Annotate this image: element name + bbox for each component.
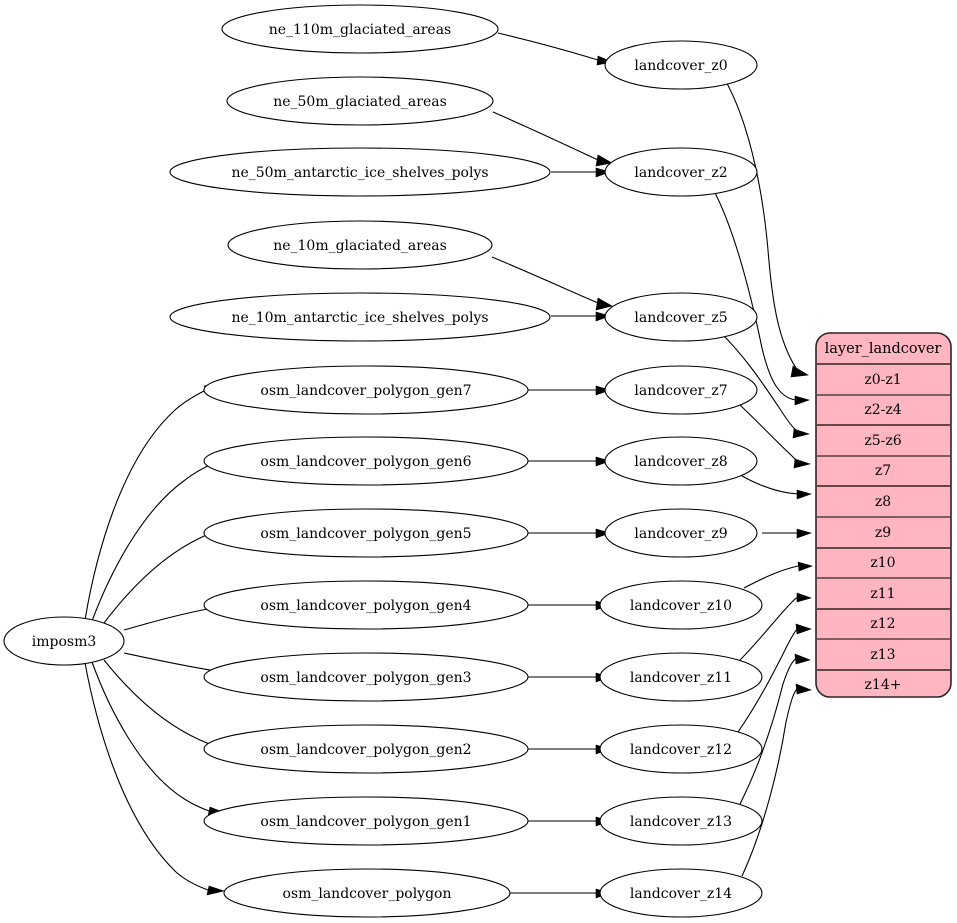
node-landcover_z9[interactable]: landcover_z9	[604, 508, 758, 558]
node-landcover_z10[interactable]: landcover_z10	[599, 580, 763, 630]
node-landcover_z12[interactable]: landcover_z12	[599, 724, 763, 774]
edge-polygon-to-z14	[510, 888, 611, 899]
node-landcover_z7[interactable]: landcover_z7	[604, 365, 758, 415]
node-label: landcover_z9	[634, 526, 727, 542]
edge-gen4-to-z10	[528, 600, 611, 611]
edge-imposm3-to-gen1	[91, 661, 227, 817]
node-landcover_z11[interactable]: landcover_z11	[599, 652, 763, 702]
table-row-z10[interactable]: z10	[870, 555, 895, 571]
edge-z8-to-row-z8	[741, 475, 812, 500]
edge-gen7-to-z7	[528, 385, 611, 396]
node-imposm3[interactable]: imposm3	[3, 616, 125, 666]
edge-layer	[84, 32, 813, 899]
node-osm_landcover_polygon_gen6[interactable]: osm_landcover_polygon_gen6	[203, 436, 529, 486]
edge-z2-to-row-z2z4	[712, 188, 810, 406]
edge-ne10m-glaciated-to-z5	[491, 256, 613, 311]
edge-z9-to-row-z9	[762, 528, 812, 539]
edge-z5-to-row-z5z6	[718, 330, 811, 439]
edge-gen2-to-z12	[528, 744, 611, 755]
table-row-z0-z1[interactable]: z0-z1	[864, 372, 901, 388]
node-osm_landcover_polygon_gen2[interactable]: osm_landcover_polygon_gen2	[203, 724, 529, 774]
table-row-z13[interactable]: z13	[870, 647, 895, 663]
layer-landcover-table[interactable]: layer_landcover z0-z1 z2-z4 z5-z6 z7 z8 …	[815, 332, 952, 698]
node-label: landcover_z2	[634, 165, 727, 181]
node-label: landcover_z5	[634, 310, 727, 326]
node-label: landcover_z12	[630, 742, 732, 758]
edge-ne110m-to-z0	[497, 32, 614, 66]
table-title: layer_landcover	[825, 341, 942, 357]
node-ne_50m_glaciated_areas[interactable]: ne_50m_glaciated_areas	[226, 76, 494, 126]
node-osm_landcover_polygon_gen1[interactable]: osm_landcover_polygon_gen1	[203, 796, 529, 846]
node-label: osm_landcover_polygon_gen2	[260, 742, 471, 758]
node-landcover_z5[interactable]: landcover_z5	[604, 292, 758, 342]
table-row-z11[interactable]: z11	[870, 586, 895, 602]
node-osm_landcover_polygon_gen7[interactable]: osm_landcover_polygon_gen7	[203, 365, 529, 415]
node-ne_10m_glaciated_areas[interactable]: ne_10m_glaciated_areas	[227, 220, 493, 270]
node-landcover_z2[interactable]: landcover_z2	[604, 147, 758, 197]
node-landcover_z0[interactable]: landcover_z0	[604, 40, 758, 90]
node-landcover_z8[interactable]: landcover_z8	[604, 436, 758, 486]
table-row-z5-z6[interactable]: z5-z6	[864, 433, 901, 449]
table-row-z7[interactable]: z7	[875, 463, 891, 479]
edge-imposm3-to-polygon	[84, 662, 226, 896]
node-label: ne_110m_glaciated_areas	[269, 22, 451, 38]
node-label: landcover_z13	[630, 814, 732, 830]
edge-z7-to-row-z7	[739, 404, 812, 469]
node-label: landcover_z10	[630, 598, 732, 614]
node-landcover_z14[interactable]: landcover_z14	[599, 868, 763, 918]
node-ne_50m_antarctic_ice_shelves_polys[interactable]: ne_50m_antarctic_ice_shelves_polys	[169, 147, 551, 197]
node-osm_landcover_polygon_gen5[interactable]: osm_landcover_polygon_gen5	[203, 508, 529, 558]
node-ne_110m_glaciated_areas[interactable]: ne_110m_glaciated_areas	[221, 4, 499, 54]
node-osm_landcover_polygon_gen3[interactable]: osm_landcover_polygon_gen3	[203, 652, 529, 702]
edge-gen6-to-z8	[528, 456, 611, 467]
node-label: osm_landcover_polygon_gen1	[260, 814, 471, 830]
table-row-z9[interactable]: z9	[875, 525, 891, 541]
edge-gen3-to-z11	[528, 672, 611, 683]
node-label: osm_landcover_polygon_gen7	[260, 383, 471, 399]
node-label: landcover_z11	[630, 670, 732, 686]
edge-imposm3-to-gen7	[84, 382, 220, 621]
edge-gen1-to-z13	[528, 816, 611, 827]
node-label: osm_landcover_polygon_gen3	[260, 670, 471, 686]
node-label: imposm3	[32, 634, 97, 650]
edge-ne50m-antarctic-to-z2	[551, 167, 611, 178]
node-label: landcover_z0	[634, 58, 727, 74]
node-label: landcover_z8	[634, 454, 727, 470]
edge-imposm3-to-gen6	[91, 456, 226, 622]
edge-z12-to-row-z12	[737, 623, 812, 733]
node-label: landcover_z7	[634, 383, 727, 399]
edge-z0-to-row-z0z1	[723, 77, 809, 378]
edge-z13-to-row-z13	[739, 653, 811, 805]
node-label: landcover_z14	[630, 886, 732, 902]
node-label: osm_landcover_polygon_gen4	[260, 598, 471, 614]
table-row-z2-z4[interactable]: z2-z4	[864, 402, 901, 418]
edge-ne50m-glaciated-to-z2	[492, 111, 613, 167]
node-osm_landcover_polygon[interactable]: osm_landcover_polygon	[223, 868, 511, 918]
edge-gen5-to-z9	[528, 528, 611, 539]
node-label: osm_landcover_polygon	[282, 886, 451, 902]
table-row-z8[interactable]: z8	[875, 494, 891, 510]
edge-z11-to-row-z11	[739, 592, 812, 661]
node-label: ne_10m_antarctic_ice_shelves_polys	[231, 310, 488, 326]
table-row-z12[interactable]: z12	[870, 616, 895, 632]
node-label: ne_50m_glaciated_areas	[273, 94, 447, 110]
node-label: osm_landcover_polygon_gen6	[260, 454, 471, 470]
node-landcover_z13[interactable]: landcover_z13	[599, 796, 763, 846]
edge-z14-to-row-z14plus	[741, 683, 812, 877]
node-ne_10m_antarctic_ice_shelves_polys[interactable]: ne_10m_antarctic_ice_shelves_polys	[169, 292, 551, 342]
node-osm_landcover_polygon_gen4[interactable]: osm_landcover_polygon_gen4	[203, 580, 529, 630]
node-label: ne_10m_glaciated_areas	[273, 238, 447, 254]
node-label: ne_50m_antarctic_ice_shelves_polys	[231, 165, 488, 181]
edge-ne10m-antarctic-to-z5	[551, 311, 611, 322]
edge-z10-to-row-z10	[743, 561, 813, 589]
node-label: osm_landcover_polygon_gen5	[260, 526, 471, 542]
table-row-z14plus[interactable]: z14+	[865, 677, 902, 693]
